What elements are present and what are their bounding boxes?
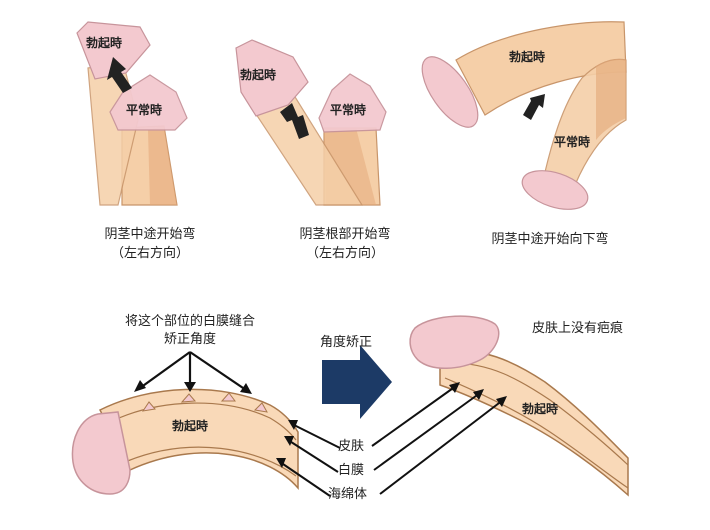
tunica-line-bottom xyxy=(124,446,297,477)
panel-2-illustration xyxy=(235,39,387,206)
panel-1-normal-label: 平常時 xyxy=(126,103,163,117)
panel-2-normal-label: 平常時 xyxy=(330,103,367,117)
suture-erect-label: 勃起時 xyxy=(172,419,209,433)
layer-pointer-lines xyxy=(279,385,504,497)
pointer-arrow-right xyxy=(189,351,247,391)
tunica-pointer-right xyxy=(373,392,481,471)
tunica-pointer-left xyxy=(287,439,339,473)
panel-3-erect-glans xyxy=(421,56,479,128)
arrowhead xyxy=(288,420,298,430)
panel-3-normal-glans xyxy=(521,170,589,210)
layer-label-skin: 皮肤 xyxy=(338,439,365,454)
suture-glans xyxy=(71,411,131,495)
panel-3-illustration xyxy=(421,21,627,210)
panel-3-erect-label: 勃起時 xyxy=(509,50,546,64)
panel-3-erect-shaft xyxy=(455,21,627,116)
arrowhead xyxy=(449,382,460,393)
correction-arrow xyxy=(322,345,392,419)
arrowhead xyxy=(284,436,294,446)
corrected-diagram xyxy=(409,315,629,497)
suture-pointer-arrows xyxy=(139,351,247,391)
panel-2-direction-arrow xyxy=(280,103,309,139)
suture-notches xyxy=(141,392,268,413)
panel-1-caption-line2: （左右方向） xyxy=(110,246,189,261)
arrowhead xyxy=(473,389,484,400)
panel-1-shaft-shade xyxy=(148,126,177,205)
panel-1-illustration xyxy=(76,21,188,206)
arrowhead xyxy=(496,396,507,407)
pointer-arrow-left xyxy=(139,351,191,389)
panel-3-caption-line1: 阴茎中途开始向下弯 xyxy=(491,232,609,247)
suture-notch xyxy=(253,402,268,413)
corrected-erect-label: 勃起時 xyxy=(522,402,559,416)
panel-2-normal-glans xyxy=(318,73,387,133)
panel-3-direction-arrow xyxy=(523,94,545,120)
panel-3-shaft-shade xyxy=(596,58,626,141)
pointer-arrowhead-right xyxy=(240,383,252,394)
pointer-arrowhead-center xyxy=(184,382,196,392)
panel-1-erect-label: 勃起時 xyxy=(86,36,123,50)
suture-notch xyxy=(220,392,236,402)
corpus-pointer-right xyxy=(379,399,504,495)
panel-3-normal-label: 平常時 xyxy=(554,135,591,149)
pointer-arrowhead-left xyxy=(134,380,146,392)
corrected-glans xyxy=(409,315,500,369)
panel-2-caption-line2: （左右方向） xyxy=(305,246,384,261)
layer-label-corpus: 海绵体 xyxy=(328,487,368,502)
skin-pointer-left xyxy=(291,423,341,449)
corrected-tunica-top xyxy=(447,362,629,466)
layer-label-tunica: 白膜 xyxy=(338,463,365,478)
corrected-penis-body xyxy=(439,349,629,497)
suture-instruction-line2: 矫正角度 xyxy=(163,332,216,347)
correction-label: 角度矫正 xyxy=(320,335,373,350)
panel-1-erect-glans xyxy=(76,21,151,80)
panel-1-direction-arrow xyxy=(107,57,132,93)
skin-pointer-right xyxy=(371,385,457,447)
panel-1-caption-line1: 阴茎中途开始弯 xyxy=(104,227,196,242)
panel-2-caption-line1: 阴茎根部开始弯 xyxy=(299,227,391,242)
panel-2-erect-label: 勃起時 xyxy=(240,68,277,82)
suture-instruction-line1: 将这个部位的白膜缝合 xyxy=(124,314,255,329)
corpus-pointer-left xyxy=(279,461,331,497)
panel-2-erect-glans xyxy=(235,39,309,117)
no-scar-label: 皮肤上没有疤痕 xyxy=(532,321,624,336)
suture-notch xyxy=(180,393,197,403)
arrowhead xyxy=(276,458,286,468)
suture-notch xyxy=(141,401,156,412)
